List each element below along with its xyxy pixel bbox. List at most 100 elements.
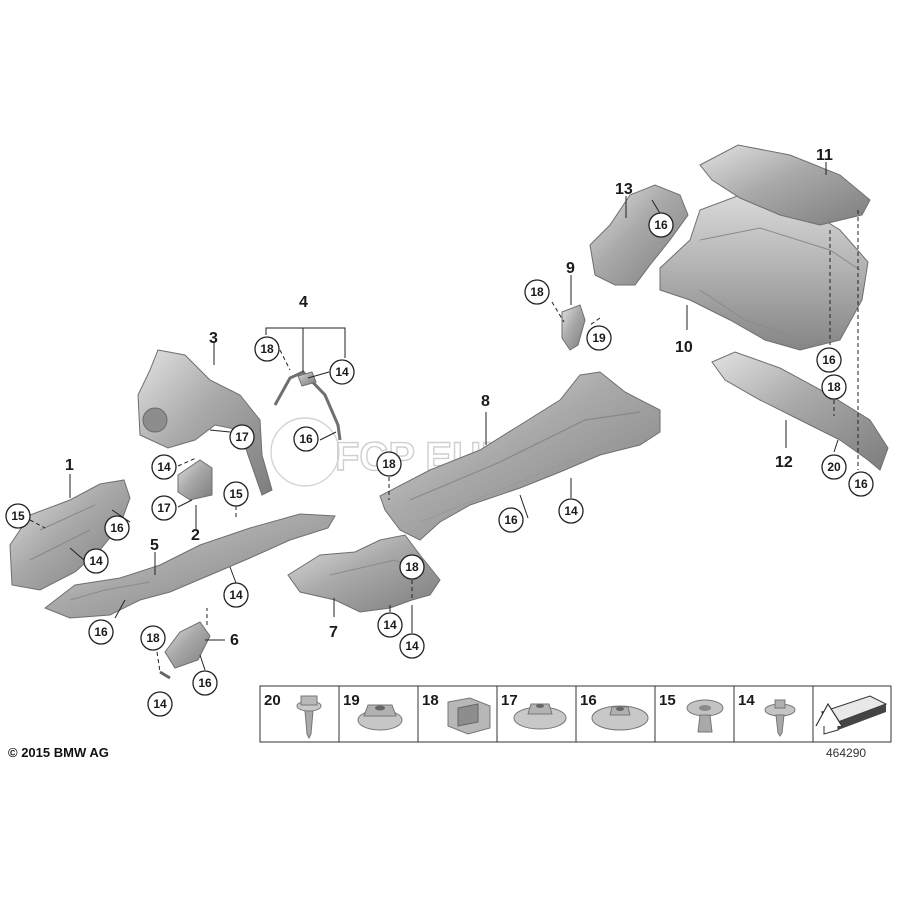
part-label-7: 7 — [329, 624, 338, 641]
vehicle-front-arrow-icon — [815, 695, 888, 735]
callout-16: 16 — [648, 212, 674, 238]
part-label-2: 2 — [191, 527, 200, 544]
svg-text:16: 16 — [580, 692, 597, 709]
svg-text:17: 17 — [157, 501, 171, 515]
callout-15: 15 — [223, 481, 249, 507]
svg-text:18: 18 — [260, 342, 274, 356]
callout-14: 14 — [83, 548, 109, 574]
svg-text:16: 16 — [299, 432, 313, 446]
svg-text:17: 17 — [501, 692, 518, 709]
part-label-6: 6 — [230, 632, 239, 649]
svg-text:15: 15 — [229, 487, 243, 501]
svg-text:16: 16 — [504, 513, 518, 527]
callout-18: 18 — [376, 451, 402, 477]
svg-text:14: 14 — [335, 365, 349, 379]
callout-markers: 15 16 14 16 14 17 15 14 18 16 14 17 18 1… — [5, 212, 874, 717]
svg-text:17: 17 — [235, 430, 249, 444]
part-9-bracket — [561, 304, 586, 351]
part-13-heat-shield — [589, 184, 689, 286]
legend-item-20: 20 — [264, 692, 322, 740]
svg-text:14: 14 — [229, 588, 243, 602]
part-11-heat-shield-cover — [699, 144, 871, 226]
callout-17: 17 — [229, 424, 255, 450]
svg-text:14: 14 — [738, 692, 755, 709]
svg-text:18: 18 — [405, 560, 419, 574]
part-label-8: 8 — [481, 393, 490, 410]
svg-text:18: 18 — [146, 631, 160, 645]
part-4-bracket — [273, 370, 342, 441]
legend-item-19: 19 — [343, 692, 403, 731]
callout-16: 16 — [192, 670, 218, 696]
part-8-tunnel-heat-shield — [379, 371, 661, 541]
svg-text:16: 16 — [94, 625, 108, 639]
callout-16: 16 — [848, 471, 874, 497]
callout-14: 14 — [223, 582, 249, 608]
part-5-heat-shield — [43, 513, 336, 619]
legend-item-15: 15 — [659, 692, 724, 733]
svg-text:14: 14 — [564, 504, 578, 518]
svg-text:15: 15 — [11, 509, 25, 523]
legend-item-17: 17 — [501, 692, 567, 730]
callout-14: 14 — [147, 691, 173, 717]
svg-text:16: 16 — [654, 218, 668, 232]
svg-text:19: 19 — [343, 692, 360, 709]
callout-20: 20 — [821, 454, 847, 480]
part-label-12: 12 — [775, 454, 793, 471]
svg-text:14: 14 — [383, 618, 397, 632]
callout-18: 18 — [399, 554, 425, 580]
callout-16: 16 — [88, 619, 114, 645]
hex-nut-icon — [357, 704, 403, 731]
svg-text:16: 16 — [854, 477, 868, 491]
svg-text:15: 15 — [659, 692, 676, 709]
washer-nut-icon — [591, 705, 649, 731]
svg-text:14: 14 — [89, 554, 103, 568]
callout-16: 16 — [104, 515, 130, 541]
leader-lines — [29, 162, 859, 673]
callout-18: 18 — [524, 279, 550, 305]
callout-14: 14 — [151, 454, 177, 480]
part-number-labels: 1 2 3 4 5 6 7 8 9 10 11 12 13 — [65, 147, 833, 649]
flange-nut-icon — [513, 703, 567, 730]
hex-screw-icon — [296, 695, 322, 740]
svg-text:18: 18 — [530, 285, 544, 299]
callout-14: 14 — [329, 359, 355, 385]
callout-14: 14 — [558, 498, 584, 524]
svg-text:16: 16 — [110, 521, 124, 535]
callout-15: 15 — [5, 503, 31, 529]
diagram-id: 464290 — [826, 746, 866, 760]
callout-16: 16 — [498, 507, 524, 533]
legend-item-18: 18 — [422, 692, 491, 735]
svg-text:14: 14 — [153, 697, 167, 711]
svg-text:16: 16 — [822, 353, 836, 367]
clip-nut-icon — [447, 697, 491, 735]
part-label-13: 13 — [615, 181, 633, 198]
callout-17: 17 — [151, 495, 177, 521]
svg-text:16: 16 — [198, 676, 212, 690]
part-2-bracket — [177, 459, 213, 501]
copyright-text: © 2015 BMW AG — [8, 745, 109, 760]
callout-16: 16 — [816, 347, 842, 373]
callout-16: 16 — [293, 426, 319, 452]
part-label-5: 5 — [150, 537, 159, 554]
part-6-bracket — [159, 621, 211, 680]
svg-text:20: 20 — [264, 692, 281, 709]
svg-text:14: 14 — [157, 460, 171, 474]
svg-text:19: 19 — [592, 331, 606, 345]
callout-14: 14 — [377, 612, 403, 638]
svg-text:18: 18 — [382, 457, 396, 471]
part-3-heat-shield — [137, 349, 273, 496]
part-label-1: 1 — [65, 457, 74, 474]
part-label-11: 11 — [816, 147, 833, 164]
callout-19: 19 — [586, 325, 612, 351]
callout-18: 18 — [254, 336, 280, 362]
legend-item-14: 14 — [738, 692, 796, 737]
expanding-rivet-icon — [686, 699, 724, 733]
svg-text:14: 14 — [405, 639, 419, 653]
legend-item-16: 16 — [580, 692, 649, 731]
svg-text:18: 18 — [422, 692, 439, 709]
part-label-4: 4 — [299, 294, 308, 311]
part-label-3: 3 — [209, 330, 218, 347]
svg-text:18: 18 — [827, 380, 841, 394]
callout-18: 18 — [821, 374, 847, 400]
